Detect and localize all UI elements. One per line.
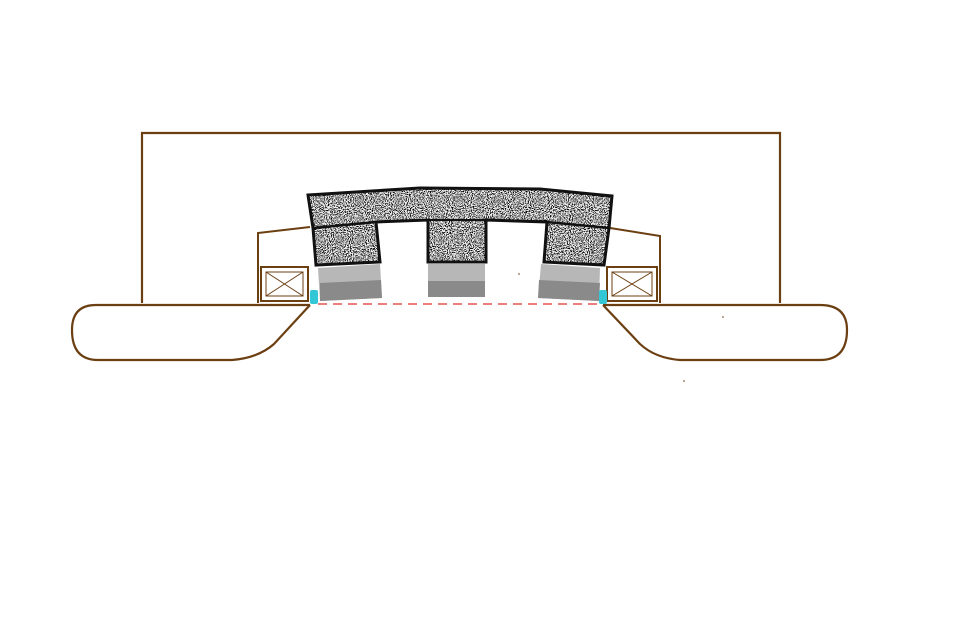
right-side-bracket bbox=[609, 227, 661, 303]
right-coil-box bbox=[606, 266, 658, 302]
e-core bbox=[306, 186, 614, 267]
left-cyan-marker bbox=[310, 290, 318, 304]
stray-dot bbox=[518, 273, 520, 275]
center-pole-pad bbox=[428, 264, 485, 297]
left-coil-box bbox=[260, 266, 309, 302]
left-side-bracket bbox=[257, 226, 311, 303]
left-flange bbox=[70, 303, 311, 362]
right-cyan-marker bbox=[599, 290, 607, 304]
right-flange bbox=[602, 303, 849, 362]
right-pole-pad bbox=[538, 264, 600, 301]
left-pole-pad bbox=[318, 264, 382, 301]
stray-dot bbox=[722, 316, 724, 318]
stray-dot bbox=[683, 380, 685, 382]
housing-outline bbox=[140, 131, 782, 303]
